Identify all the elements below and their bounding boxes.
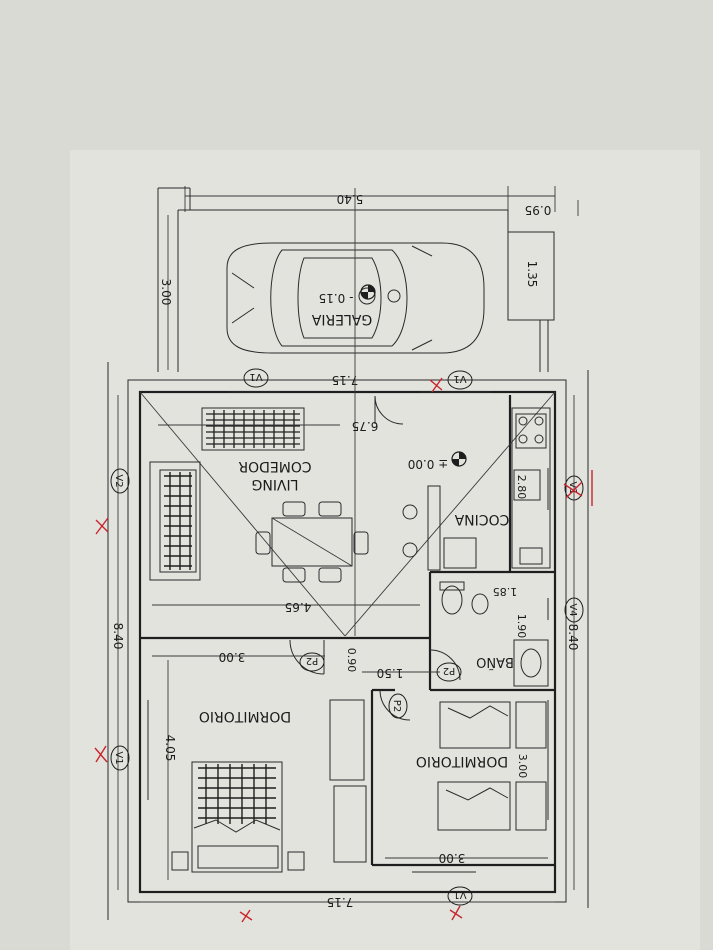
- tag-p2-3-text: P2: [391, 700, 402, 712]
- single-bed-1: [439, 701, 547, 749]
- sofa-top: [201, 407, 305, 451]
- dim-dorm2-300-v: 3.00: [516, 754, 529, 779]
- tag-v1-left-text: V1: [113, 751, 124, 764]
- dim-840-left: 8.40: [111, 623, 125, 650]
- column-1: [402, 504, 418, 520]
- room-dormitorio-1: DORMITORIO: [199, 708, 291, 724]
- level-marker-cocina: [451, 451, 467, 467]
- tag-v1-top-b: V1: [447, 370, 473, 390]
- paper-light-area: [70, 150, 700, 950]
- tag-v2-text: V2: [113, 474, 124, 487]
- dim-185: 1.85: [493, 585, 518, 598]
- tag-v1-top-b-text: V1: [453, 373, 466, 384]
- kitchen-counter: [511, 407, 551, 569]
- dim-galeria-300: 3.00: [159, 279, 173, 306]
- dimension-top-540: [184, 186, 579, 216]
- tag-v4-text: V4: [567, 603, 578, 616]
- bathroom-fixtures: [439, 581, 549, 687]
- tag-p2-1-text: P2: [306, 655, 318, 666]
- door-p2-bano: [429, 649, 461, 681]
- cocina-level: ± 0.00: [408, 457, 449, 471]
- tag-v1-bottom: V1: [447, 886, 473, 906]
- tag-v1-top-a: V1: [243, 368, 269, 388]
- tag-v1-left: V1: [110, 745, 130, 771]
- interior-walls: [140, 395, 555, 867]
- column-2: [402, 542, 418, 558]
- wardrobe-1: [329, 699, 365, 781]
- room-living: LIVING: [252, 476, 299, 492]
- room-comedor: COMEDOR: [238, 458, 312, 474]
- dim-405: 4.05: [163, 735, 177, 762]
- room-bano: BAÑO: [476, 654, 514, 670]
- galeria-outline: [157, 187, 555, 372]
- door-p2-dorm2: [379, 689, 411, 721]
- tag-p2-2-text: P2: [443, 665, 455, 676]
- dim-675: 6.75: [352, 419, 379, 433]
- tag-v1-top-a-text: V1: [249, 371, 262, 382]
- kitchen-island: [427, 485, 441, 571]
- dim-280: 2.80: [515, 475, 528, 500]
- car-icon: [226, 242, 485, 354]
- dim-135: 1.35: [525, 261, 539, 288]
- double-bed: [171, 761, 305, 873]
- room-cocina: COCINA: [454, 511, 509, 527]
- tag-v2: V2: [110, 468, 130, 494]
- windows: [147, 391, 549, 873]
- tag-v1-right-text: V1: [567, 481, 578, 494]
- level-marker-galeria: [360, 284, 376, 300]
- construction-lines: [139, 188, 556, 637]
- tag-v1-right: V1: [564, 475, 584, 501]
- stove: [443, 537, 477, 569]
- tag-p2-2: P2: [436, 662, 462, 682]
- room-galeria: GALERIA: [311, 311, 372, 327]
- wardrobe-2: [333, 785, 367, 863]
- dim-540: 5.40: [337, 192, 364, 206]
- room-dormitorio-2: DORMITORIO: [416, 753, 508, 769]
- single-bed-2: [437, 781, 547, 831]
- dim-090: 0.90: [345, 648, 358, 673]
- tag-v1-bottom-text: V1: [453, 889, 466, 900]
- door-living: [374, 395, 404, 425]
- dim-465: 4.65: [285, 600, 312, 614]
- dim-150: 1.50: [377, 666, 404, 680]
- dim-dorm1-300: 3.00: [219, 650, 246, 664]
- tag-p2-1: P2: [299, 652, 325, 672]
- dim-190: 1.90: [515, 614, 528, 639]
- red-marks: [94, 377, 593, 923]
- dim-dorm2-300: 3.00: [439, 851, 466, 865]
- tag-p2-3: P2: [388, 693, 408, 719]
- tag-v4: V4: [564, 597, 584, 623]
- sofa-left: [149, 461, 201, 581]
- dining-table: [255, 501, 369, 583]
- dim-715-bottom: 7.15: [327, 895, 354, 909]
- dim-095: 0.95: [525, 203, 552, 217]
- galeria-level: - 0.15: [319, 291, 354, 305]
- dim-840-right: 8.40: [566, 624, 580, 651]
